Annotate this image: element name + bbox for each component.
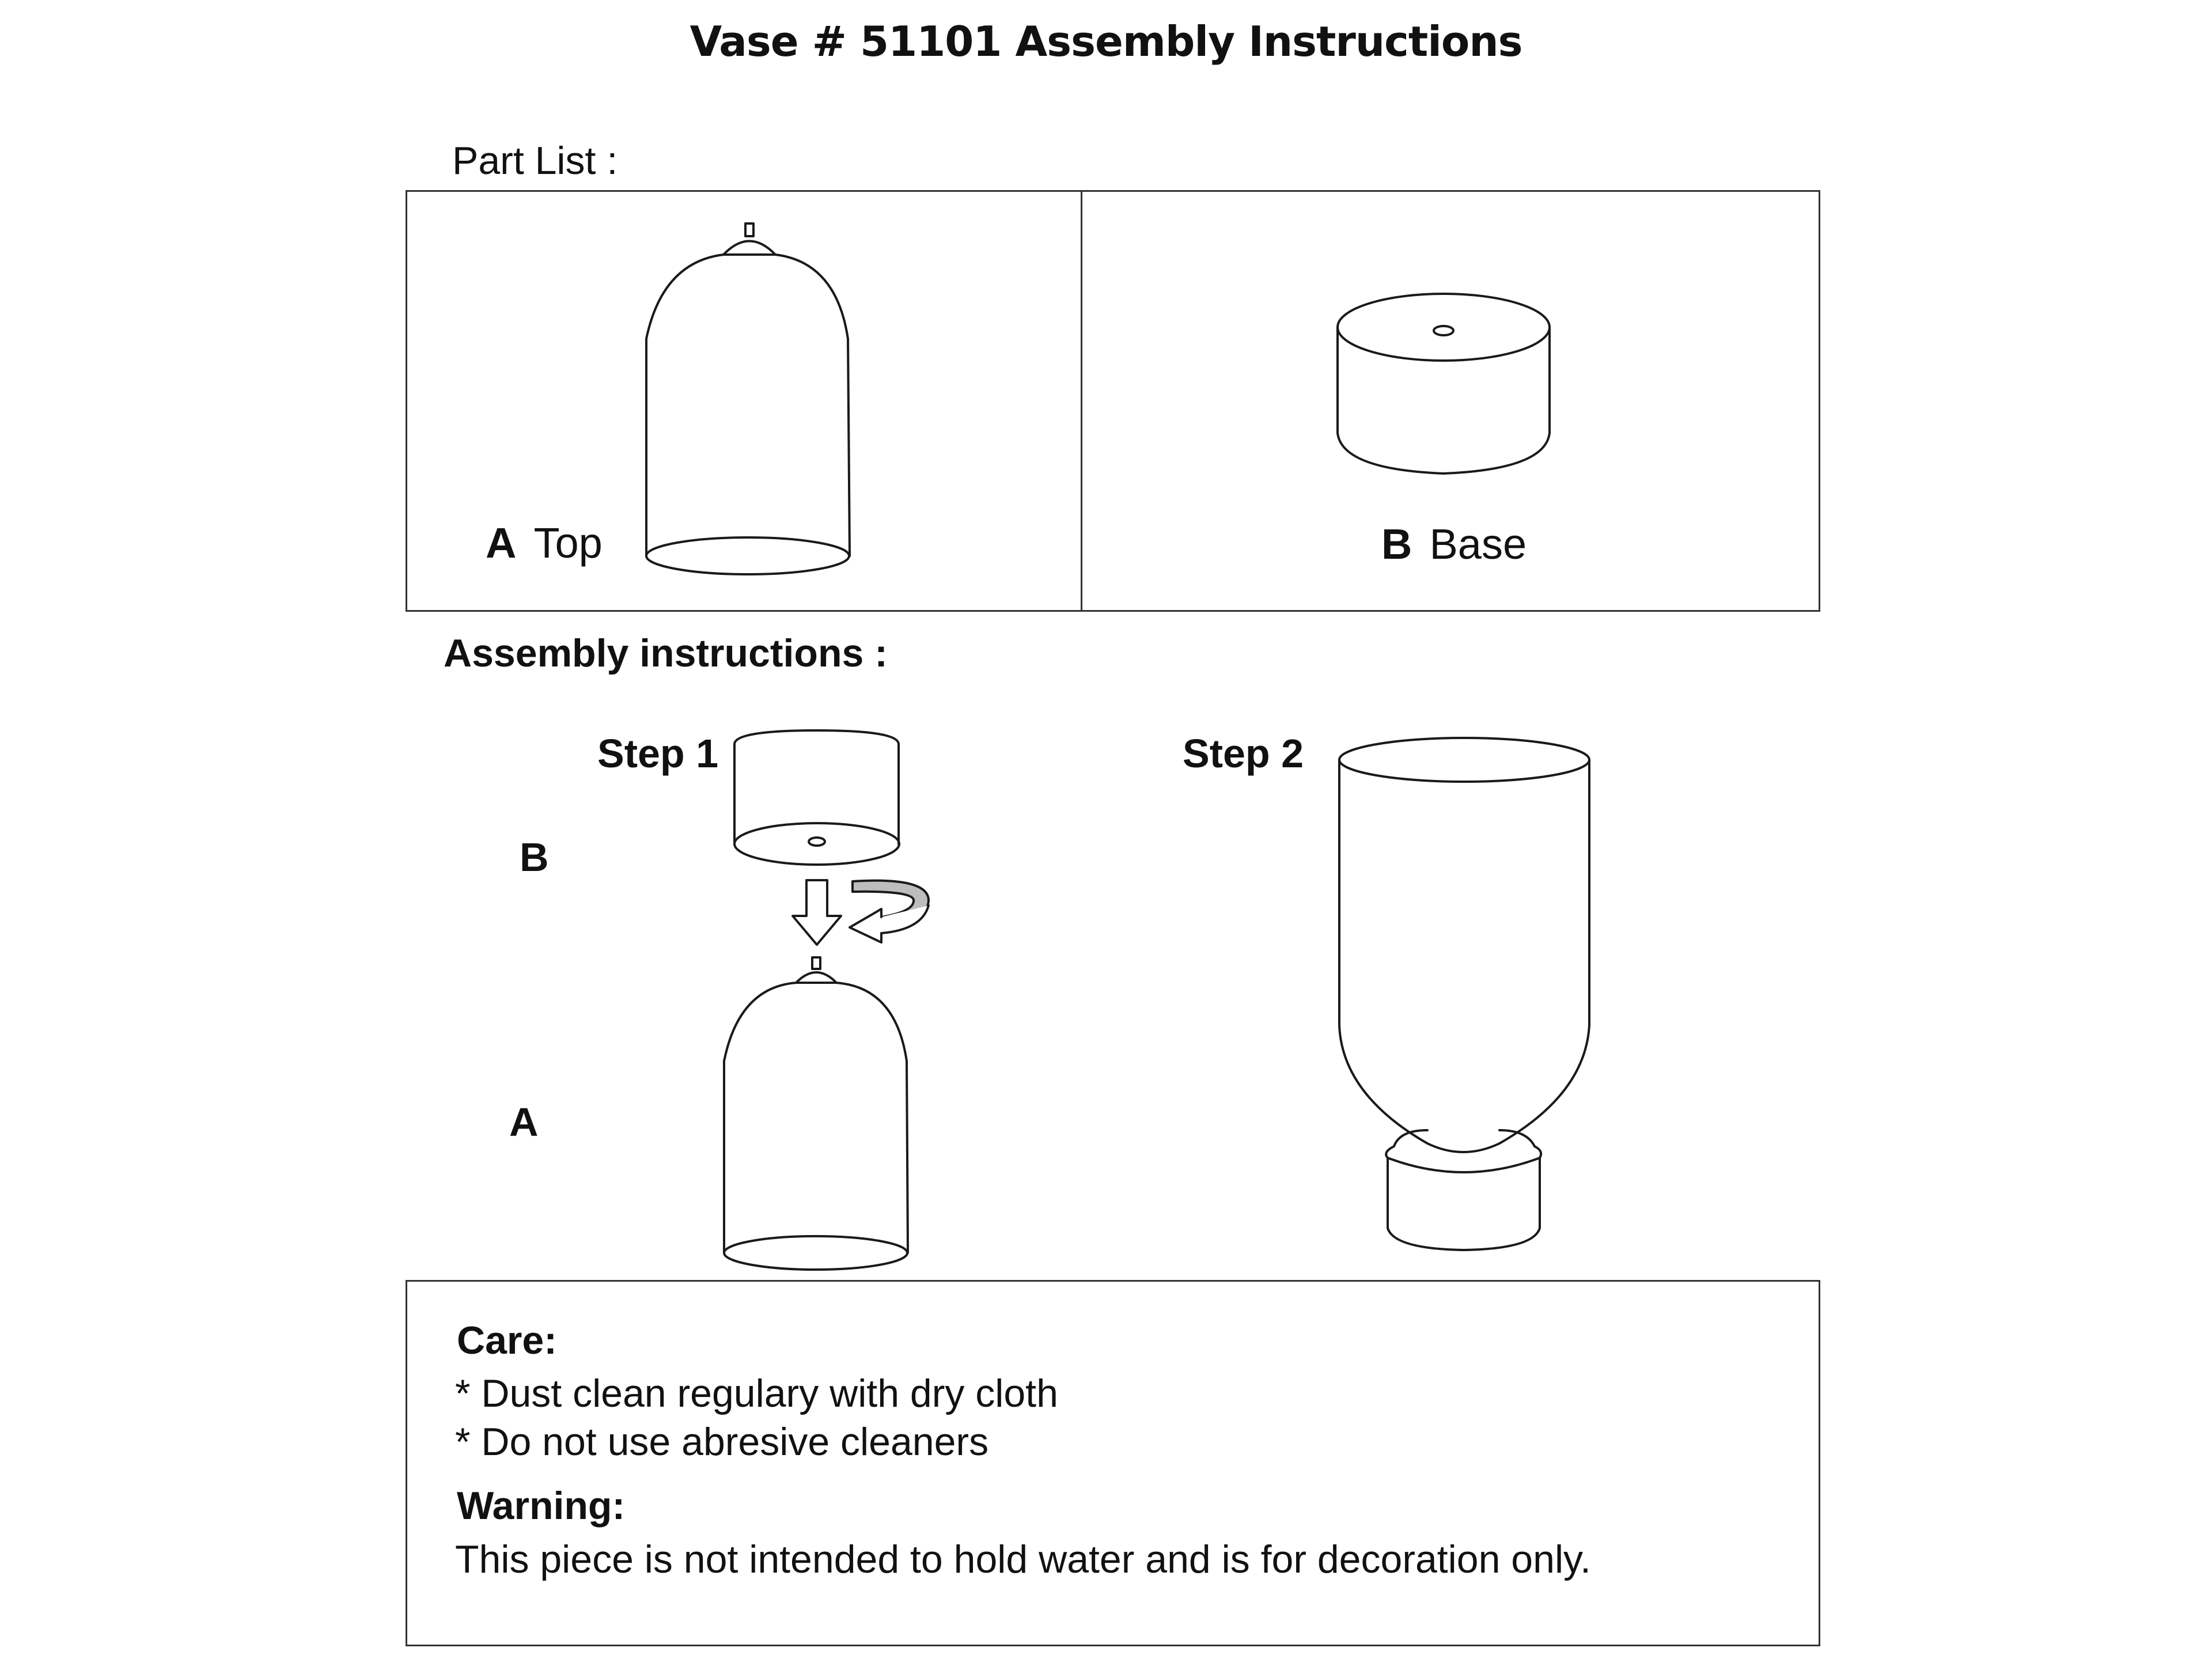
care-warning-panel: [406, 1280, 1820, 1646]
down-arrow-icon: [791, 879, 842, 946]
part-b-letter: B: [1381, 520, 1412, 568]
cylinder-base-icon: [1336, 293, 1551, 475]
care-heading: Care:: [457, 1319, 557, 1362]
assembled-vase-icon: [1338, 737, 1590, 1251]
rotate-arrow-icon: [849, 879, 930, 944]
step-1-part-a-letter: A: [509, 1100, 539, 1145]
assembly-heading: Assembly instructions :: [444, 631, 888, 675]
part-a-name: Top: [533, 519, 603, 567]
warning-heading: Warning:: [457, 1484, 626, 1528]
care-item-2: * Do not use abresive cleaners: [455, 1420, 989, 1464]
part-a-label: A Top: [486, 518, 603, 567]
part-b-name: Base: [1429, 520, 1527, 568]
part-b-panel: [1081, 190, 1820, 612]
part-list-heading: Part List :: [452, 139, 618, 183]
care-item-1: * Dust clean regulary with dry cloth: [455, 1372, 1058, 1415]
part-a-letter: A: [486, 519, 517, 567]
vase-top-dome-icon: [723, 956, 909, 1271]
warning-text: This piece is not intended to hold water…: [455, 1537, 1591, 1581]
step-2-label: Step 2: [1183, 731, 1304, 776]
inverted-base-icon: [733, 729, 900, 866]
step-1-part-b-letter: B: [520, 835, 549, 880]
part-b-label: B Base: [1381, 520, 1527, 569]
document-title: Vase # 51101 Assembly Instructions: [690, 17, 1522, 66]
step-1-label: Step 1: [597, 731, 719, 776]
vase-top-dome-icon: [645, 222, 851, 575]
